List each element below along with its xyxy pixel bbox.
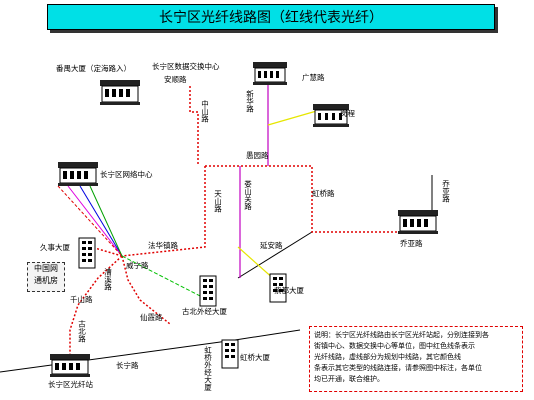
red-dash-link xyxy=(57,185,123,257)
note-line: 说明：长宁区光纤线路由长宁区光纤站起，分别连接到各 xyxy=(314,331,489,339)
label-road-changning: 长宁路 xyxy=(116,360,139,370)
label-road-zhongshan: 中山路 xyxy=(200,99,209,123)
label-bldg-right: 紫都大厦 xyxy=(274,285,304,295)
fiber-segment-east xyxy=(205,165,425,233)
note-box: 说明：长宁区光纤线路由长宁区光纤站起，分别连接到各 街镇中心、数据交换中心等单位… xyxy=(309,326,523,392)
label-bldg-bottom: 虹桥外经大厦 xyxy=(203,346,212,392)
label-road-fahuazhen: 法华镇路 xyxy=(148,240,178,250)
label-bldg-bottom-right: 虹桥大厦 xyxy=(240,352,270,362)
label-road-yuyuan: 愚园路 xyxy=(246,150,269,160)
label-right-building: 乔亚路 xyxy=(400,238,423,248)
tower-icon-bottom xyxy=(221,339,239,369)
label-east-building: 广慧路 xyxy=(302,72,325,82)
label-road-gubei: 古北路 xyxy=(77,319,86,343)
label-bldg-left: 久事大厦 xyxy=(40,242,70,252)
magenta-link xyxy=(67,185,123,257)
roof-icon-data-center xyxy=(253,62,287,85)
label-road-xianxia: 仙霞路 xyxy=(140,312,163,322)
green-link xyxy=(89,185,123,257)
label-road-tianshan: 天山路 xyxy=(213,190,222,213)
isp-room-box: 中国网 通机房 xyxy=(27,262,65,292)
roof-icon-top-left xyxy=(100,80,140,105)
isp-room-line-1: 中国网 xyxy=(34,264,58,273)
tower-icon-mid xyxy=(199,275,217,307)
roof-icon-bottom-left xyxy=(50,354,90,377)
isp-room-line-2: 通机房 xyxy=(34,276,58,285)
note-line: 均已开通，联合维护。 xyxy=(314,375,384,383)
roof-icon-network-center xyxy=(58,162,98,186)
page-title-text: 长宁区光纤线路图（红线代表光纤） xyxy=(159,10,383,26)
label-network-center: 长宁区网络中心 xyxy=(100,169,153,179)
blue-link xyxy=(79,185,123,257)
label-bldg-mid: 古北外经大厦 xyxy=(182,306,227,316)
label-road-hongqiao: 虹桥路 xyxy=(312,188,335,198)
fiber-segment-top xyxy=(189,86,199,166)
label-road-loushanguan: 娄山关路 xyxy=(243,179,252,211)
road-line-bottom xyxy=(0,339,236,373)
label-data-center: 长宁区数据交换中心 xyxy=(152,61,220,71)
label-road-anshun: 安顺路 xyxy=(164,74,187,84)
yellow-link-south xyxy=(237,246,276,281)
roof-icon-right xyxy=(398,210,438,234)
roof-icon-east xyxy=(313,104,349,127)
label-road-right-vertical: 乔亚路 xyxy=(441,180,450,203)
fiber-lines xyxy=(69,86,425,358)
tower-icon-right xyxy=(269,273,287,303)
green-dash-link xyxy=(121,255,209,301)
label-road-caoxi: 漕溪路 xyxy=(103,267,112,291)
label-road-xinhua: 新华路 xyxy=(245,89,254,113)
note-line: 条表示其它类型的线路连接，请参照图中标注，各单位 xyxy=(314,364,482,372)
note-line: 光纤线路，虚线部分为规划中线路，其它颜色线 xyxy=(314,353,461,361)
label-road-weining: 威宁路 xyxy=(126,260,149,270)
yellow-link-north xyxy=(267,109,321,126)
label-building-top-left: 番禺大厦（定海路入） xyxy=(56,63,131,73)
road-line-bottom-ext xyxy=(234,329,301,341)
fiber-segment-south xyxy=(121,255,171,325)
label-road-qianshan: 千山路 xyxy=(70,294,93,304)
road-line-mid xyxy=(237,231,313,279)
label-road-yanan: 延安路 xyxy=(260,240,283,250)
fiber-segment-center xyxy=(121,166,206,257)
page-title: 长宁区光纤线路图（红线代表光纤） xyxy=(47,4,495,30)
label-fiber-station: 长宁区光纤站 xyxy=(48,379,93,389)
fiber-segment-southwest xyxy=(69,255,123,358)
tower-icon-left xyxy=(78,237,96,269)
label-road-gangcheng: 岗程 xyxy=(340,109,355,118)
note-line: 街镇中心、数据交换中心等单位，图中红色线条表示 xyxy=(314,342,475,350)
